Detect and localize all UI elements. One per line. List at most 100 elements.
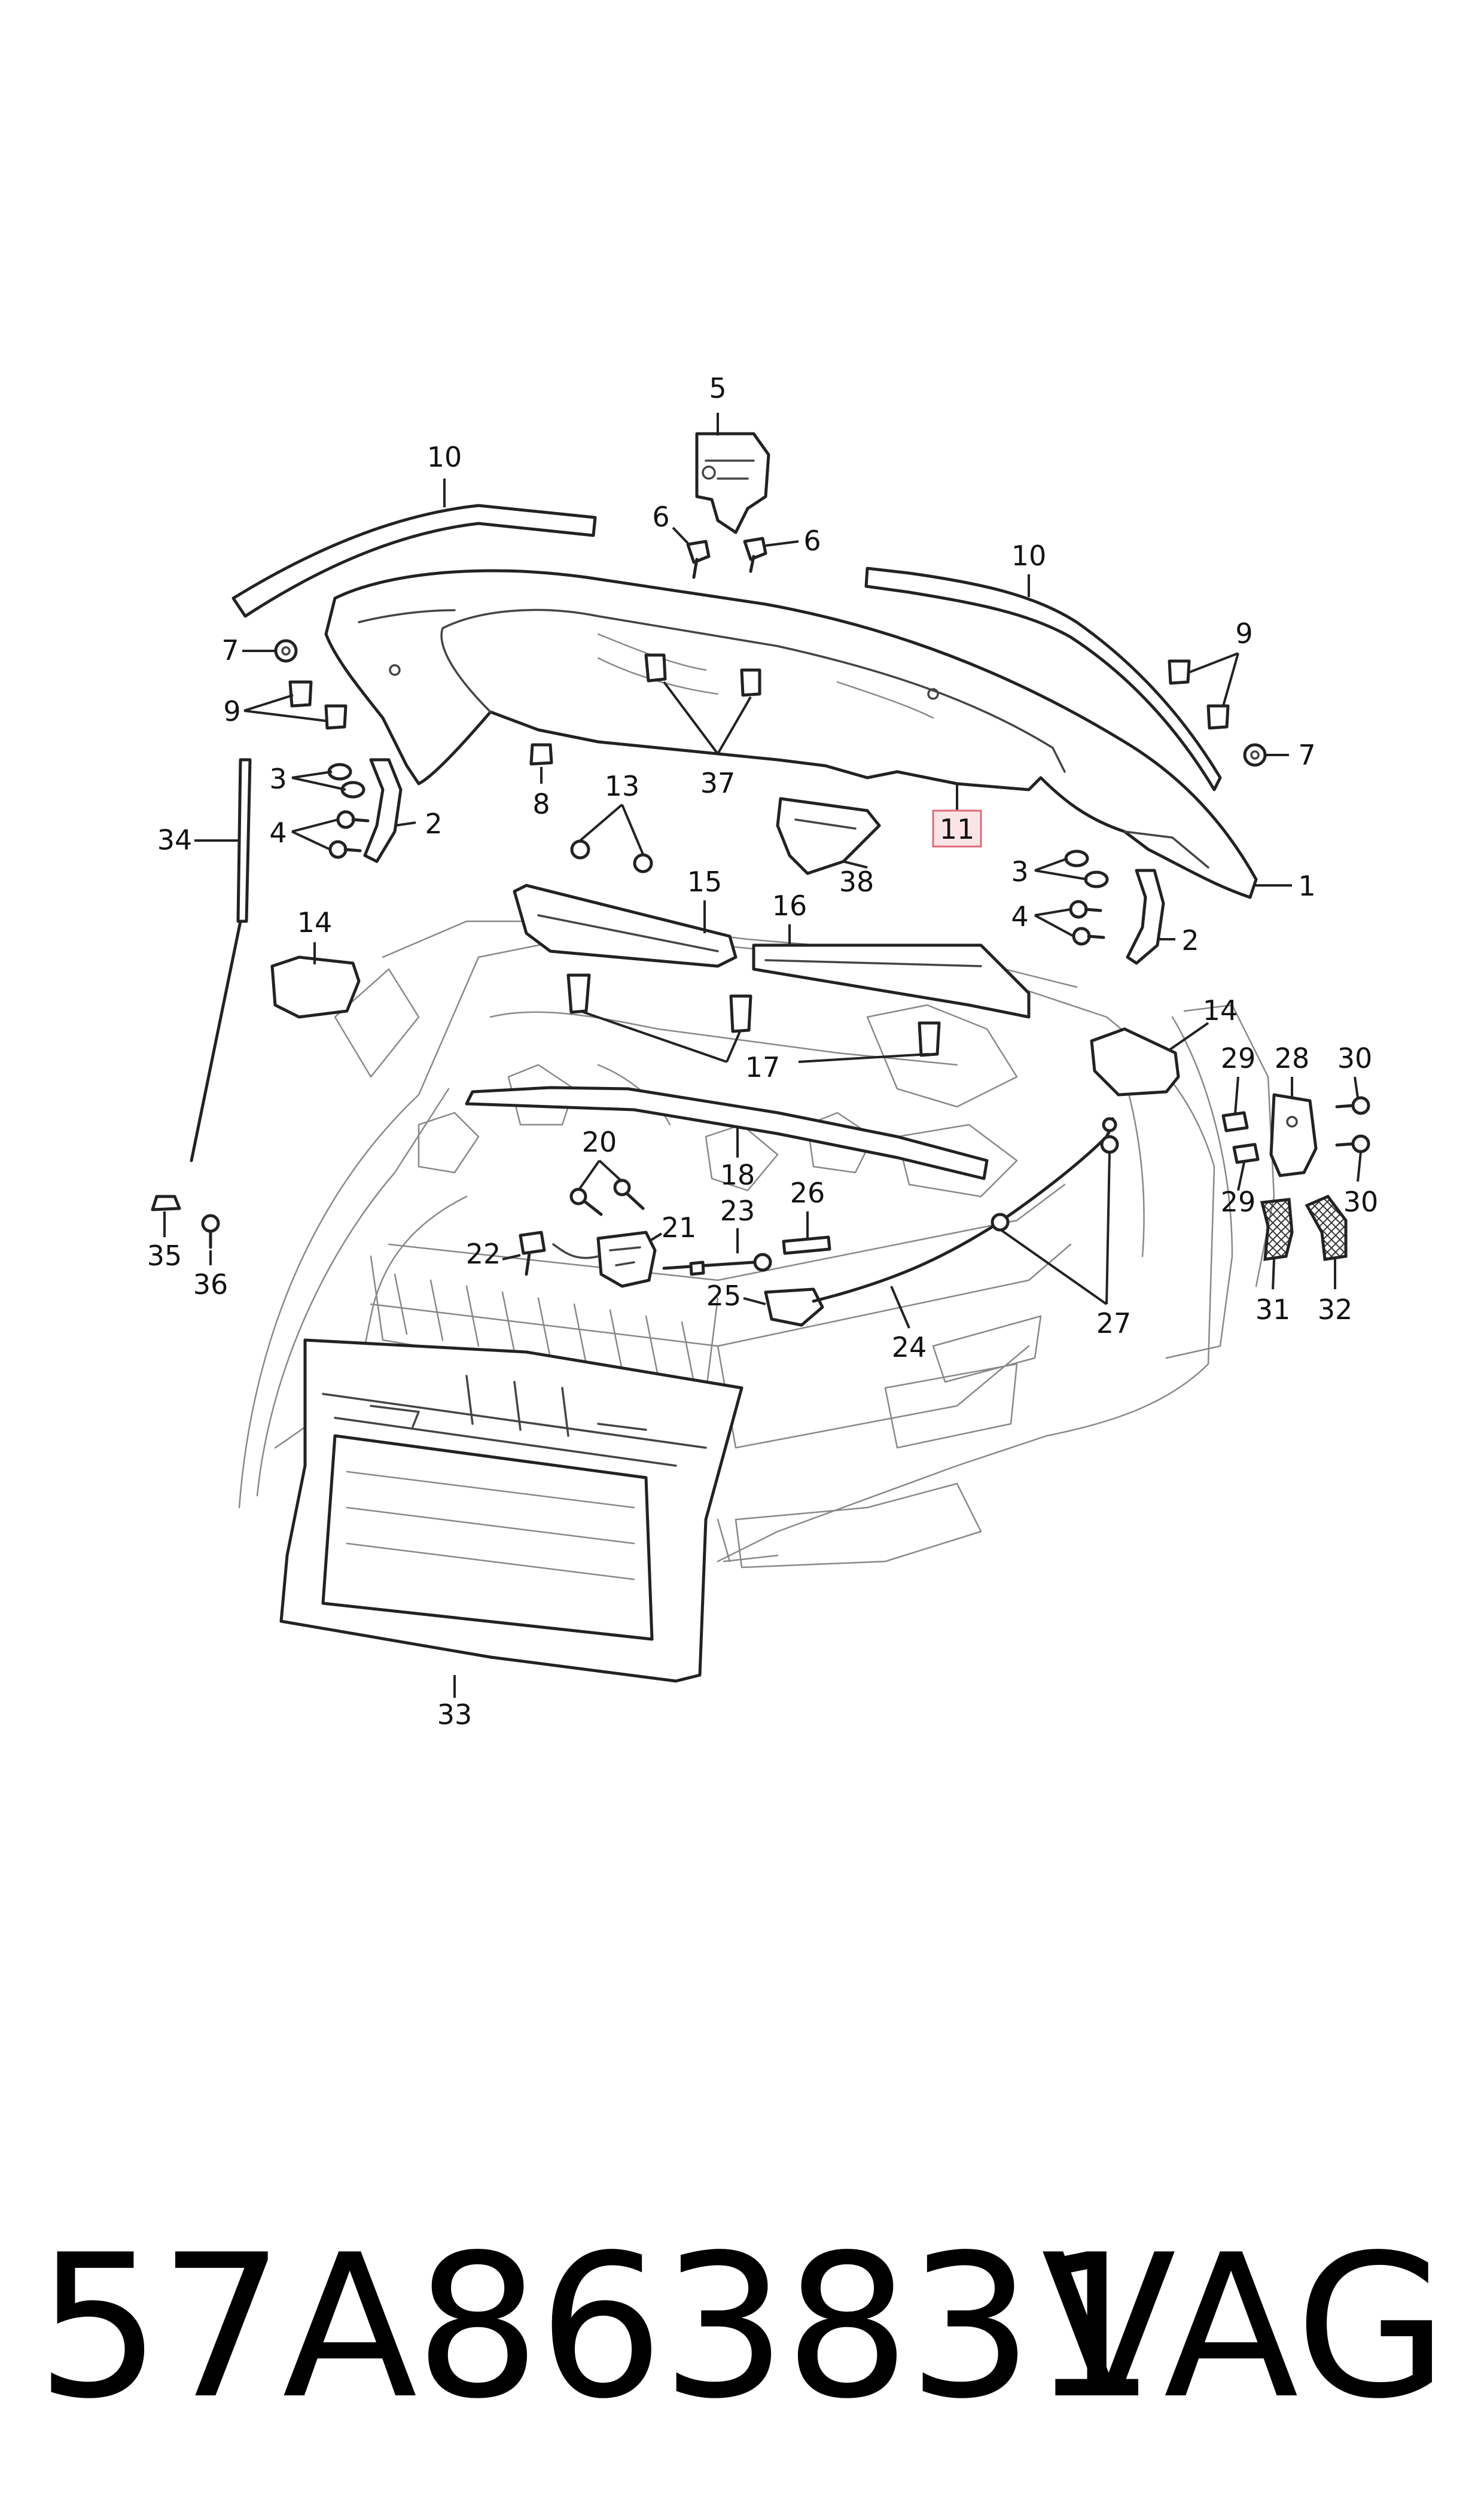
seal-18 bbox=[465, 1086, 989, 1180]
hood-seal-right bbox=[864, 567, 1222, 791]
hood-seal-left bbox=[231, 504, 597, 618]
callout-18: 18 bbox=[720, 1159, 755, 1191]
hinge-bracket-2-left bbox=[363, 758, 403, 863]
callout-30-top: 30 bbox=[1337, 1042, 1373, 1074]
callout-9-right: 9 bbox=[1235, 617, 1253, 650]
gas-strut-34 bbox=[190, 758, 252, 1162]
callout-4-left: 4 bbox=[269, 817, 287, 849]
screw-30-b bbox=[1335, 1134, 1370, 1153]
bracket-38 bbox=[776, 797, 881, 875]
callout-9-left: 9 bbox=[223, 695, 240, 727]
pad-31 bbox=[1260, 1198, 1294, 1261]
grommet-7-right bbox=[1243, 743, 1267, 767]
callout-25: 25 bbox=[706, 1280, 742, 1312]
callout-32: 32 bbox=[1318, 1293, 1353, 1326]
callout-15: 15 bbox=[687, 866, 723, 898]
callout-3-left: 3 bbox=[269, 763, 287, 795]
callout-10-left: 10 bbox=[427, 441, 462, 473]
callout-35: 35 bbox=[147, 1240, 182, 1272]
pin-29-b bbox=[1232, 1143, 1260, 1164]
cable-23 bbox=[662, 1253, 772, 1276]
screw-20-b bbox=[613, 1179, 645, 1210]
nut-35 bbox=[151, 1195, 181, 1211]
buffer-17-a bbox=[566, 973, 591, 1014]
hinge-bracket-28 bbox=[1269, 1093, 1318, 1177]
callout-29-bottom: 29 bbox=[1221, 1186, 1256, 1218]
leader-lines bbox=[163, 413, 1362, 1698]
pin-29-a bbox=[1221, 1111, 1249, 1132]
callout-27: 27 bbox=[1096, 1307, 1132, 1339]
callout-29-top: 29 bbox=[1221, 1042, 1256, 1074]
seal-16 bbox=[752, 943, 1031, 1019]
callout-36: 36 bbox=[193, 1268, 228, 1301]
lock-bracket-5 bbox=[695, 432, 770, 534]
callout-17: 17 bbox=[745, 1051, 781, 1083]
callout-22: 22 bbox=[466, 1238, 501, 1270]
buffer-9-right-b bbox=[1206, 704, 1230, 730]
callout-38: 38 bbox=[839, 866, 874, 898]
bonnet-panel bbox=[324, 569, 1258, 899]
buffer-9-right-a bbox=[1168, 659, 1191, 685]
hinge-bracket-2-right bbox=[1126, 869, 1165, 965]
cover-14-right bbox=[1090, 1027, 1180, 1097]
callout-31: 31 bbox=[1256, 1293, 1291, 1326]
callout-6-right: 6 bbox=[803, 525, 821, 557]
callout-2-left: 2 bbox=[425, 808, 442, 840]
screw-30-a bbox=[1335, 1096, 1370, 1115]
pad-32 bbox=[1305, 1194, 1348, 1261]
callout-37: 37 bbox=[700, 767, 736, 799]
callout-7-left: 7 bbox=[221, 634, 239, 666]
grommet-7-left bbox=[274, 639, 298, 663]
callout-30-bottom: 30 bbox=[1343, 1186, 1379, 1218]
lock-21 bbox=[552, 1231, 657, 1288]
callout-26: 26 bbox=[790, 1177, 825, 1209]
cover-14-left bbox=[270, 955, 361, 1019]
callout-2-right: 2 bbox=[1181, 924, 1199, 957]
screw-4-left-b bbox=[328, 840, 362, 859]
release-handle-25 bbox=[764, 1287, 824, 1327]
callout-16: 16 bbox=[772, 890, 807, 922]
callout-33: 33 bbox=[437, 1698, 473, 1731]
callout-11: 11 bbox=[940, 813, 975, 845]
screw-4-right-a bbox=[1069, 900, 1102, 919]
callout-20: 20 bbox=[582, 1126, 617, 1158]
parts-exploded-diagram: 5 6 6 10 10 7 7 9 9 8 1 3 37 11 38 34 3 4… bbox=[147, 372, 1379, 1731]
screw-4-left-a bbox=[336, 810, 370, 829]
callout-10-right: 10 bbox=[1011, 540, 1047, 572]
footer: 57A863831 VAG bbox=[0, 2208, 1484, 2459]
highlight-box-11 bbox=[932, 809, 982, 848]
callout-21: 21 bbox=[662, 1211, 697, 1244]
callout-28: 28 bbox=[1275, 1042, 1310, 1074]
callout-14-right: 14 bbox=[1203, 994, 1238, 1027]
front-frame-33 bbox=[279, 1338, 743, 1683]
callout-7-right: 7 bbox=[1298, 739, 1315, 771]
callout-3-right: 3 bbox=[1011, 855, 1028, 888]
clip-3-left-a bbox=[327, 763, 352, 781]
callout-4-right: 4 bbox=[1011, 900, 1028, 933]
callout-23: 23 bbox=[720, 1195, 755, 1227]
callout-34: 34 bbox=[157, 824, 193, 856]
screw-4-right-b bbox=[1072, 927, 1105, 946]
callout-8: 8 bbox=[532, 788, 550, 820]
part-number: 57A863831 bbox=[36, 2212, 1156, 2442]
plug-13-a bbox=[570, 839, 590, 860]
seal-15 bbox=[513, 884, 738, 968]
callout-14-left: 14 bbox=[297, 906, 333, 939]
clip-36 bbox=[201, 1214, 220, 1249]
callout-24: 24 bbox=[892, 1331, 927, 1363]
buffer-17-b bbox=[729, 994, 752, 1033]
callout-labels: 5 6 6 10 10 7 7 9 9 8 1 3 37 11 38 34 3 4… bbox=[147, 372, 1379, 1731]
clip-3-right-b bbox=[1084, 870, 1109, 888]
sensor-22 bbox=[519, 1231, 546, 1276]
callout-5: 5 bbox=[709, 372, 726, 404]
brand-name: VAG bbox=[1041, 2212, 1448, 2442]
buffer-9-left-b bbox=[324, 704, 348, 730]
plug-8 bbox=[529, 743, 553, 766]
screw-20-a bbox=[569, 1188, 603, 1216]
hood-insulation-37 bbox=[644, 653, 761, 697]
plug-13-b bbox=[633, 853, 653, 873]
callout-6-left: 6 bbox=[652, 501, 669, 533]
screw-6-right bbox=[743, 537, 767, 573]
clip-3-right-a bbox=[1064, 850, 1089, 867]
callout-1: 1 bbox=[1298, 870, 1315, 902]
